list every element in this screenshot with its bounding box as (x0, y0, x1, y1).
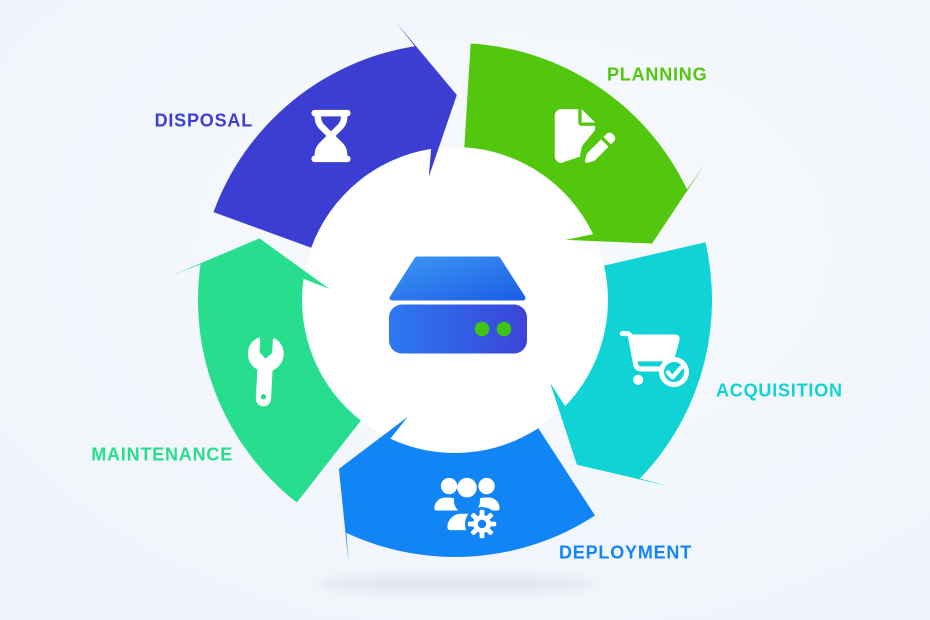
file-pen-icon (554, 109, 616, 163)
ground-shadow (320, 574, 596, 594)
users-icon (434, 477, 500, 531)
hard-drive-icon (389, 256, 527, 354)
hard-drive-led (496, 321, 512, 337)
hard-drive-body (389, 304, 527, 354)
acquisition-label: ACQUISITION (716, 380, 843, 401)
deployment-label: DEPLOYMENT (559, 542, 693, 563)
check-badge-icon (659, 357, 689, 387)
hourglass-icon (311, 109, 351, 163)
disposal-label: DISPOSAL (154, 110, 253, 131)
planning-arrow (464, 43, 705, 244)
acquisition-arrow (550, 242, 712, 487)
wrench-icon (247, 337, 284, 407)
maintenance-label: MAINTENANCE (91, 444, 233, 465)
hard-drive-lid (389, 256, 526, 301)
hard-drive-led (474, 321, 490, 337)
cart-icon (619, 331, 680, 385)
planning-label: PLANNING (607, 64, 708, 85)
gear-icon (465, 507, 499, 541)
